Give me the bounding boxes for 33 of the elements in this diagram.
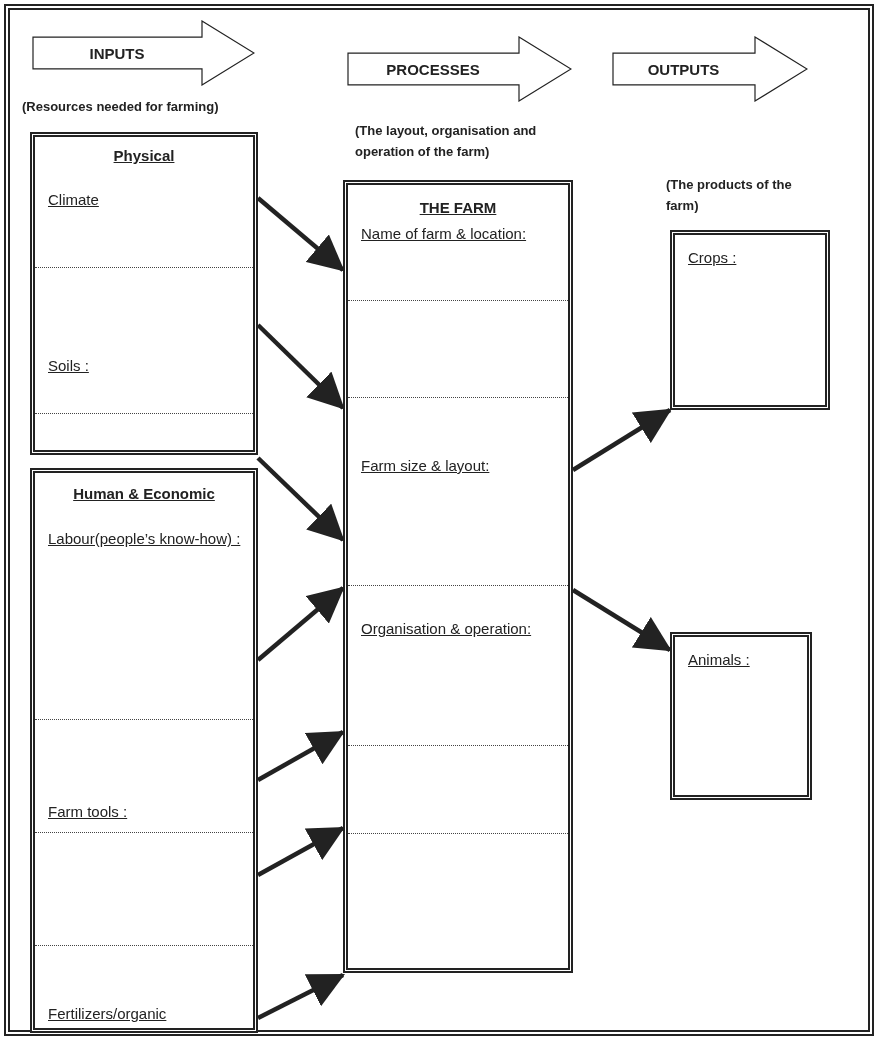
caption-note: (Resources needed for farming) bbox=[22, 98, 220, 116]
arrow-label: OUTPUTS bbox=[647, 61, 720, 77]
arrow bbox=[257, 973, 345, 1020]
field-label: Crops : bbox=[688, 248, 738, 268]
field-label: Farm tools : bbox=[48, 802, 129, 822]
box-heading: THE FARM bbox=[418, 198, 498, 218]
box-heading: Human & Economic bbox=[72, 484, 216, 504]
input-box bbox=[30, 468, 258, 1033]
field-label: Fertilizers/organic bbox=[48, 1004, 168, 1024]
arrow bbox=[256, 826, 345, 877]
caption-note: (The products of the farm) bbox=[666, 176, 793, 215]
field-label: Animals : bbox=[688, 650, 751, 670]
field-label: Labour(people’s know-how) : bbox=[48, 529, 241, 549]
process-box bbox=[343, 180, 573, 973]
caption-note: (The layout, organisation and operation of the farm) bbox=[355, 122, 538, 161]
output-box bbox=[670, 230, 830, 410]
input-box bbox=[30, 132, 258, 455]
field-label: Soils : bbox=[48, 356, 90, 376]
arrow-label: PROCESSES bbox=[386, 61, 480, 77]
arrow bbox=[256, 456, 345, 542]
field-label: Organisation & operation: bbox=[361, 619, 533, 639]
field-label: Farm size & layout: bbox=[361, 456, 491, 476]
field-label: Name of farm & location: bbox=[361, 224, 528, 244]
arrow bbox=[571, 588, 672, 652]
arrow bbox=[256, 323, 345, 410]
arrow bbox=[571, 408, 672, 472]
arrow-label: INPUTS bbox=[89, 45, 145, 61]
arrow bbox=[256, 730, 345, 782]
arrow bbox=[256, 586, 345, 662]
output-box bbox=[670, 632, 812, 800]
box-heading: Physical bbox=[112, 146, 176, 166]
field-label: Climate bbox=[48, 190, 100, 210]
arrow bbox=[256, 196, 345, 272]
